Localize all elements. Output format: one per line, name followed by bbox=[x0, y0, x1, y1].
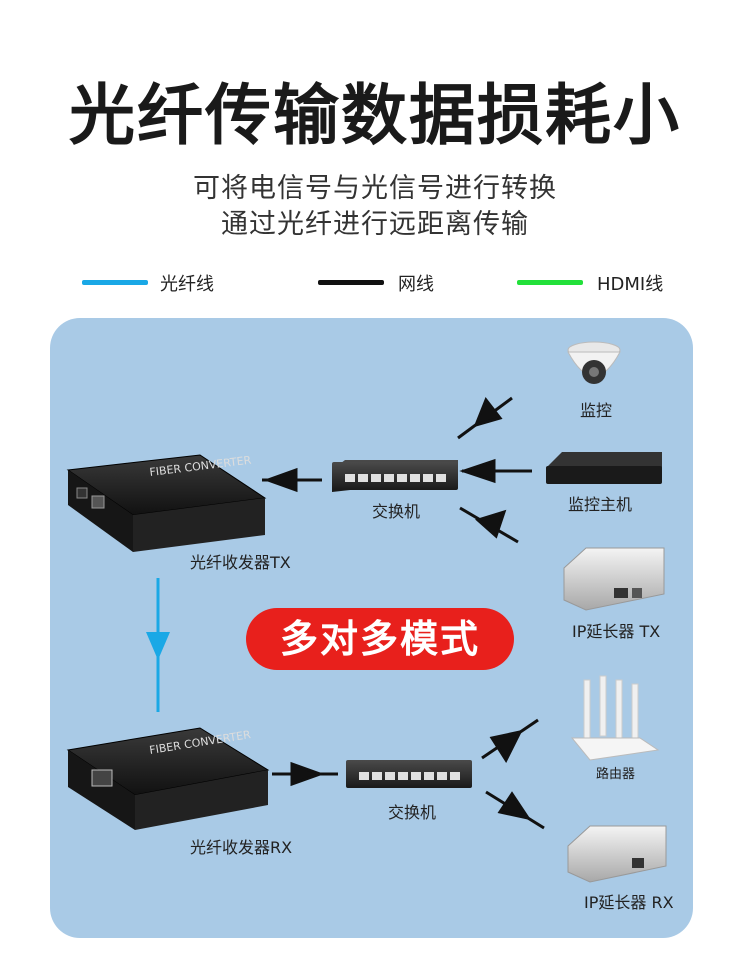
label-ip-extender-tx: IP延长器 TX bbox=[572, 622, 661, 641]
legend-fiber-swatch bbox=[82, 280, 148, 285]
rx-converter-device: FIBER CONVERTER bbox=[66, 727, 270, 830]
eth-arrow-6 bbox=[489, 729, 523, 764]
eth-arrow-1 bbox=[263, 467, 298, 493]
mode-badge: 多对多模式 bbox=[246, 608, 514, 670]
eth-arrow-5 bbox=[290, 761, 325, 787]
subtitle-line-1: 可将电信号与光信号进行转换 bbox=[193, 173, 557, 204]
page-title: 光纤传输数据损耗小 bbox=[69, 77, 681, 154]
label-tx-converter: 光纤收发器TX bbox=[190, 553, 291, 572]
label-switch-top: 交换机 bbox=[372, 502, 421, 521]
ip-extender-rx-device bbox=[567, 825, 667, 883]
legend-ethernet-label: 网线 bbox=[398, 274, 434, 295]
label-ip-extender-rx: IP延长器 RX bbox=[584, 893, 674, 912]
legend-hdmi-label: HDMI线 bbox=[597, 274, 664, 295]
legend-fiber-label: 光纤线 bbox=[160, 274, 214, 295]
camera-icon bbox=[567, 341, 621, 384]
legend-ethernet-swatch bbox=[318, 280, 384, 285]
label-router: 路由器 bbox=[596, 767, 636, 782]
legend-hdmi-swatch bbox=[517, 280, 583, 285]
eth-arrow-4 bbox=[475, 509, 507, 539]
tx-converter-device: FIBER CONVERTER bbox=[66, 454, 267, 552]
label-camera: 监控 bbox=[580, 401, 613, 420]
eth-arrow-2 bbox=[459, 458, 496, 484]
nvr-device bbox=[546, 452, 662, 484]
ip-extender-tx-device bbox=[563, 547, 665, 611]
eth-arrow-7 bbox=[497, 791, 532, 821]
label-rx-converter: 光纤收发器RX bbox=[190, 838, 293, 857]
router-device bbox=[570, 675, 660, 761]
switch-top-device bbox=[332, 460, 458, 492]
fiber-arrow bbox=[146, 632, 170, 660]
label-switch-bottom: 交换机 bbox=[388, 803, 437, 822]
switch-bottom-device bbox=[346, 760, 472, 788]
eth-arrow-3 bbox=[473, 397, 503, 428]
subtitle-line-2: 通过光纤进行远距离传输 bbox=[221, 209, 529, 240]
label-nvr: 监控主机 bbox=[568, 495, 633, 514]
